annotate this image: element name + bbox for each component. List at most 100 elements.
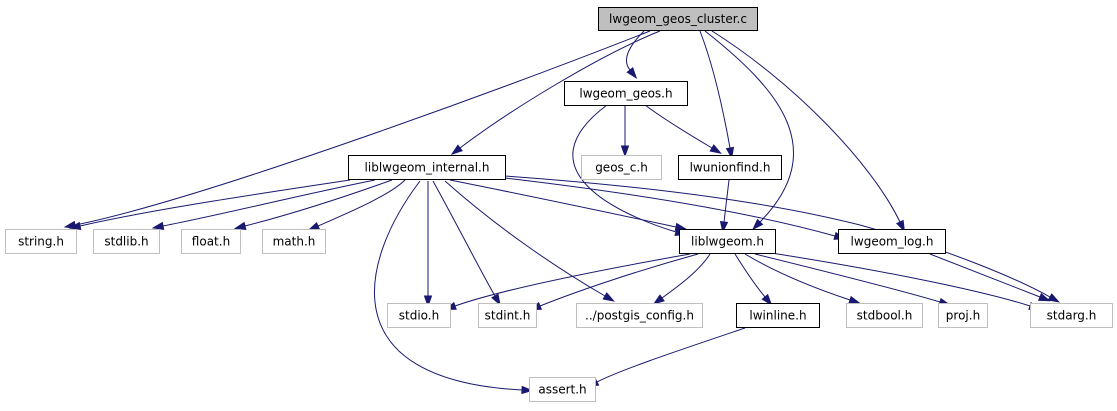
node-label: lwgeom_geos.h [579,87,672,101]
edge-lwgeom-log-to-stdarg [929,253,1051,302]
node-stdio: stdio.h [387,303,451,328]
node-label: stdbool.h [857,309,913,323]
node-stdint: stdint.h [478,303,537,328]
edge-root-to-string [63,30,651,230]
node-box [838,229,946,254]
node-box [598,7,758,31]
arrowhead-icon [709,144,722,154]
node-label: stdio.h [399,309,439,323]
node-string: string.h [5,229,77,254]
edge-line [504,177,836,237]
edge-lwinline-to-assert [586,327,746,388]
arrowhead-icon [307,221,321,231]
node-label: string.h [18,235,64,249]
node-liblwgeom-internal[interactable]: liblwgeom_internal.h [348,155,506,180]
edge-line [764,251,1031,307]
edge-line [644,104,713,149]
node-box [564,81,688,106]
nodes-layer: lwgeom_geos_cluster.c lwgeom_geos.hliblwg… [5,7,1113,402]
edge-line [162,179,376,227]
node-float: float.h [181,229,241,254]
node-root[interactable]: lwgeom_geos_cluster.c [598,7,758,31]
node-label: proj.h [946,309,980,323]
node-box [938,303,988,328]
node-geos-c: geos_c.h [581,155,662,180]
edge-root-to-lwgeom-log [711,30,906,233]
edge-line [661,253,711,299]
node-label: liblwgeom_internal.h [365,161,490,175]
node-liblwgeom[interactable]: liblwgeom.h [679,229,776,254]
arrowhead-icon [491,293,501,306]
node-proj: proj.h [938,303,988,328]
edge-line [539,253,699,307]
node-box [387,303,451,328]
edge-line [244,179,393,227]
edge-line [625,30,645,71]
edge-line [596,327,746,383]
edge-liblwgeom-internal-to-stdlib [151,179,376,231]
edge-liblwgeom-internal-to-stdio [423,181,433,308]
node-label: stdint.h [485,309,531,323]
node-box [678,155,782,180]
node-label: geos_c.h [595,161,648,175]
node-label: assert.h [538,383,586,397]
edge-lwgeom-geos-to-geos-c [620,105,630,158]
arrowhead-icon [68,221,82,230]
edge-liblwgeom-internal-to-math [307,179,406,231]
node-postgis-config: ../postgis_config.h [576,303,703,328]
edge-liblwgeom-to-stdio [444,253,691,310]
arrowhead-icon [848,295,861,304]
edge-line [572,104,677,233]
arrowhead-icon [620,145,630,158]
node-label: math.h [273,235,316,249]
edge-lwunionfind-to-liblwgeom [719,179,730,234]
edge-line [79,179,351,227]
node-lwinline[interactable]: lwinline.h [736,303,820,328]
edge-line [929,253,1041,298]
node-box [478,303,537,328]
arrowhead-icon [151,221,165,231]
arrowhead-icon [423,295,433,308]
edge-line [317,179,406,227]
arrowhead-icon [751,218,764,231]
node-box [5,229,77,254]
node-label: lwinline.h [749,309,806,323]
node-box [679,229,776,254]
node-lwgeom-log[interactable]: lwgeom_log.h [838,229,946,254]
node-label: lwgeom_geos_cluster.c [609,12,747,26]
node-lwunionfind[interactable]: lwunionfind.h [678,155,782,180]
edge-liblwgeom-to-lwinline [734,253,773,306]
node-box [581,155,662,180]
arrowhead-icon [896,219,906,233]
edge-root-to-liblwgeom [704,30,794,231]
edge-line [432,180,496,297]
edge-line [723,179,730,223]
node-label: lwunionfind.h [690,161,771,175]
arrowhead-icon [652,294,665,305]
node-stdarg: stdarg.h [1030,303,1113,328]
node-box [93,229,160,254]
node-math: math.h [262,229,326,254]
edge-liblwgeom-internal-to-float [233,179,393,230]
edge-line [699,30,731,149]
edge-line [744,253,851,301]
edge-liblwgeom-to-postgis-config [652,253,711,305]
edge-line [504,175,1051,298]
edge-liblwgeom-internal-to-stdarg [504,175,1061,303]
arrowhead-icon [450,144,463,155]
arrowhead-icon [521,385,534,395]
edge-line [754,253,941,303]
arrowhead-icon [1047,293,1061,303]
node-box [846,303,923,328]
arrowhead-icon [602,292,615,302]
arrowhead-icon [1037,292,1051,302]
edge-line [444,180,606,297]
node-box [576,303,703,328]
node-assert: assert.h [529,377,596,402]
edge-line [734,253,766,298]
edge-lwgeom-geos-to-lwunionfind [644,104,722,154]
node-lwgeom-geos[interactable]: lwgeom_geos.h [564,81,688,106]
node-label: ../postgis_config.h [585,309,694,323]
edge-line [711,30,901,223]
